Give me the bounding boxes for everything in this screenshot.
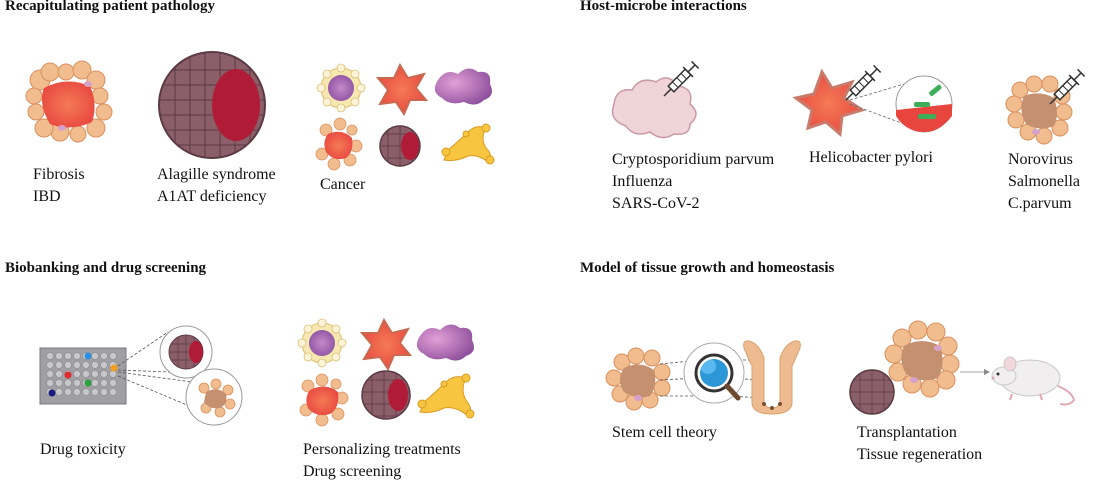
intestinal-organoid-icon	[1005, 75, 1073, 145]
section-title-biobanking: Biobanking and drug screening	[5, 260, 207, 276]
section-title-pathology: Recapitulating patient pathology	[5, 0, 216, 14]
small-hepatic-organoid-icon	[379, 125, 421, 167]
label-alagille-line2: A1AT deficiency	[157, 188, 267, 205]
label-stem-line1: Stem cell theory	[612, 424, 717, 441]
label-noro: Norovirus Salmonella C.parvum	[1008, 149, 1080, 215]
label-alagille-line1: Alagille syndrome	[157, 166, 276, 183]
label-cancer: Cancer	[320, 174, 365, 196]
mouse-icon	[991, 356, 1076, 406]
label-crypto-line1: Cryptosporidium parvum	[612, 151, 775, 168]
label-transplant-line1: Transplantation	[857, 424, 957, 441]
magnifier-icon	[683, 342, 745, 404]
fibrotic-small-organoid-icon	[299, 373, 349, 427]
label-crypto-line3: SARS-CoV-2	[612, 195, 700, 212]
branched-organoid-icon	[417, 373, 475, 419]
syringe-icon	[1049, 68, 1086, 105]
pink-host-organoid-icon	[611, 77, 697, 139]
stem-organoid-icon	[605, 347, 671, 411]
arrow-icon	[960, 369, 990, 375]
label-fibrosis-line1: Fibrosis	[33, 166, 85, 183]
label-toxicity: Drug toxicity	[40, 439, 126, 461]
syringe-icon	[663, 60, 700, 97]
ring-organoid-icon	[297, 318, 347, 368]
biobank-organoids-icon	[297, 317, 475, 427]
ring-organoid-icon	[316, 63, 366, 113]
label-personal: Personalizing treatments Drug screening	[303, 439, 461, 483]
branched-organoid-icon	[441, 123, 495, 165]
transplant-organoid-icon	[884, 320, 960, 398]
fibrotic-organoid-icon	[25, 60, 113, 143]
section-title-host-microbe: Host-microbe interactions	[580, 0, 747, 14]
label-personal-line2: Drug screening	[303, 463, 402, 480]
syringe-icon	[845, 64, 882, 101]
hepatic-organoid-icon	[158, 51, 266, 159]
label-fibrosis: Fibrosis IBD	[33, 164, 85, 208]
fibrotic-small-organoid-icon	[315, 117, 363, 171]
label-crypto-line2: Influenza	[612, 173, 673, 190]
transplant-hepatic-organoid-icon	[849, 369, 895, 415]
label-noro-line3: C.parvum	[1008, 195, 1072, 212]
zoom-bubble-icon	[849, 75, 953, 133]
label-transplant: Transplantation Tissue regeneration	[857, 422, 982, 466]
label-stem: Stem cell theory	[612, 422, 717, 444]
label-noro-line2: Salmonella	[1008, 173, 1080, 190]
label-alagille: Alagille syndrome A1AT deficiency	[157, 164, 276, 208]
section-title-tissue-model: Model of tissue growth and homeostasis	[580, 260, 835, 276]
label-personal-line1: Personalizing treatments	[303, 441, 461, 458]
purple-organoid-icon	[416, 324, 474, 361]
small-hepatic-organoid-icon	[361, 370, 411, 420]
well-plate-icon	[39, 325, 243, 426]
label-helico-line1: Helicobacter pylori	[809, 149, 933, 166]
purple-organoid-icon	[434, 68, 492, 105]
label-crypto: Cryptosporidium parvum Influenza SARS-Co…	[612, 149, 774, 215]
label-helico: Helicobacter pylori	[809, 147, 933, 169]
label-fibrosis-line2: IBD	[33, 188, 61, 205]
intestinal-crypt-icon	[743, 340, 801, 415]
label-transplant-line2: Tissue regeneration	[857, 446, 983, 463]
label-noro-line1: Norovirus	[1008, 151, 1073, 168]
label-cancer-line1: Cancer	[320, 176, 366, 193]
cancer-organoids-icon	[315, 62, 495, 171]
gastric-organoid-icon	[792, 68, 866, 137]
star-organoid-icon	[375, 62, 429, 117]
label-toxicity-line1: Drug toxicity	[40, 441, 126, 458]
star-organoid-icon	[359, 317, 413, 372]
